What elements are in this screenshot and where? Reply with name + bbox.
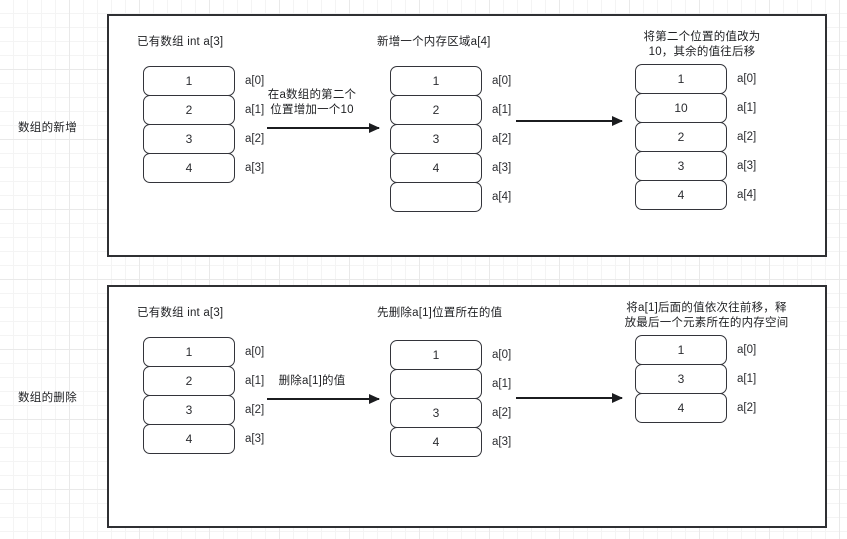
array-cell-index: a[0] [737, 344, 757, 356]
array-cell-value: 4 [677, 401, 685, 415]
array-cell: a[1] [390, 369, 511, 399]
arrow-label-insert-1: 在a数组的第二个 位置增加一个10 [267, 89, 357, 116]
array-cell: 4 a[2] [635, 393, 756, 423]
array-cell-index: a[3] [492, 162, 512, 174]
row-label-array-insert: 数组的新增 [18, 122, 77, 134]
array-cell-index: a[2] [737, 402, 757, 414]
array-stack-insert-1: 1 a[0] 2 a[1] 3 a[2] 4 a[3] [143, 66, 264, 183]
array-cell-index: a[4] [492, 191, 512, 203]
arrow-label-delete-1: 删除a[1]的值 [278, 375, 346, 387]
array-cell: 2 a[1] [143, 366, 264, 396]
array-cell: 2 a[1] [143, 95, 264, 125]
array-cell-index: a[1] [245, 375, 265, 387]
array-cell-value: 3 [432, 132, 440, 146]
array-cell-index: a[0] [492, 349, 512, 361]
array-stack-insert-3: 1 a[0] 10 a[1] 2 a[2] 3 a[3] 4 a[4] [635, 64, 756, 210]
array-stack-delete-1: 1 a[0] 2 a[1] 3 a[2] 4 a[3] [143, 337, 264, 454]
array-cell: 3 a[1] [635, 364, 756, 394]
array-cell-index: a[1] [245, 104, 265, 116]
array-cell-value: 2 [677, 130, 685, 144]
array-cell-index: a[0] [245, 346, 265, 358]
array-cell-value: 3 [677, 159, 685, 173]
array-cell-value: 4 [185, 432, 193, 446]
array-cell-value: 1 [677, 72, 685, 86]
caption-delete-stack-3: 将a[1]后面的值依次往前移，释 放最后一个元素所在的内存空间 [624, 302, 789, 329]
array-cell: 3 a[3] [635, 151, 756, 181]
array-cell: 4 a[3] [143, 153, 264, 183]
array-cell-index: a[2] [492, 407, 512, 419]
array-cell-index: a[1] [492, 104, 512, 116]
row-label-array-delete: 数组的删除 [18, 392, 77, 404]
array-cell-index: a[2] [492, 133, 512, 145]
array-cell-value: 3 [677, 372, 685, 386]
array-cell-index: a[0] [737, 73, 757, 85]
array-cell: 1 a[0] [390, 340, 511, 370]
caption-delete-stack-1: 已有数组 int a[3] [137, 307, 224, 319]
array-cell: 2 a[2] [635, 122, 756, 152]
array-cell: 10 a[1] [635, 93, 756, 123]
array-cell-index: a[3] [245, 162, 265, 174]
caption-delete-stack-2: 先删除a[1]位置所在的值 [377, 307, 503, 319]
caption-insert-stack-2: 新增一个内存区域a[4] [377, 36, 491, 48]
array-cell-index: a[4] [737, 189, 757, 201]
caption-insert-stack-1: 已有数组 int a[3] [137, 36, 224, 48]
array-cell-index: a[2] [737, 131, 757, 143]
array-cell-index: a[2] [245, 404, 265, 416]
array-cell-value: 1 [185, 345, 193, 359]
array-cell-index: a[2] [245, 133, 265, 145]
array-cell: 3 a[2] [143, 124, 264, 154]
array-cell: 1 a[0] [390, 66, 511, 96]
array-cell-index: a[0] [245, 75, 265, 87]
array-cell-value: 4 [432, 161, 440, 175]
arrow-delete-2 [516, 397, 622, 399]
array-cell-value: 2 [185, 374, 193, 388]
array-cell-index: a[0] [492, 75, 512, 87]
array-cell-index: a[3] [737, 160, 757, 172]
section-array-insert: 已有数组 int a[3] 1 a[0] 2 a[1] 3 a[2] 4 a[3… [107, 14, 827, 257]
array-cell-index: a[1] [737, 373, 757, 385]
array-cell-value: 3 [185, 403, 193, 417]
array-cell-value: 2 [185, 103, 193, 117]
array-cell-value: 4 [185, 161, 193, 175]
array-stack-delete-3: 1 a[0] 3 a[1] 4 a[2] [635, 335, 756, 423]
array-cell: 4 a[3] [390, 427, 511, 457]
array-cell-value: 1 [432, 348, 440, 362]
arrow-delete-1 [267, 398, 379, 400]
section-array-delete: 已有数组 int a[3] 1 a[0] 2 a[1] 3 a[2] 4 a[3… [107, 285, 827, 528]
array-cell-value: 3 [185, 132, 193, 146]
arrow-insert-2 [516, 120, 622, 122]
array-cell-value: 10 [674, 101, 688, 115]
array-cell-value: 1 [185, 74, 193, 88]
array-cell: 1 a[0] [635, 335, 756, 365]
array-cell: 4 a[4] [635, 180, 756, 210]
array-cell: 1 a[0] [143, 337, 264, 367]
arrow-insert-1 [267, 127, 379, 129]
array-cell-index: a[1] [492, 378, 512, 390]
array-stack-insert-2: 1 a[0] 2 a[1] 3 a[2] 4 a[3] a[4] [390, 66, 511, 212]
array-cell-value: 1 [432, 74, 440, 88]
array-cell: 4 a[3] [390, 153, 511, 183]
array-cell-value: 4 [432, 435, 440, 449]
array-cell-value: 1 [677, 343, 685, 357]
array-cell-value: 2 [432, 103, 440, 117]
array-cell-index: a[3] [245, 433, 265, 445]
array-cell-index: a[1] [737, 102, 757, 114]
array-cell: 1 a[0] [635, 64, 756, 94]
array-cell-value: 3 [432, 406, 440, 420]
array-cell: 1 a[0] [143, 66, 264, 96]
array-cell: 3 a[2] [390, 124, 511, 154]
array-cell: 3 a[2] [390, 398, 511, 428]
array-cell: 2 a[1] [390, 95, 511, 125]
array-stack-delete-2: 1 a[0] a[1] 3 a[2] 4 a[3] [390, 340, 511, 457]
array-cell-value: 4 [677, 188, 685, 202]
array-cell-index: a[3] [492, 436, 512, 448]
caption-insert-stack-3: 将第二个位置的值改为 10，其余的值往后移 [643, 31, 761, 58]
array-cell: 3 a[2] [143, 395, 264, 425]
array-cell: 4 a[3] [143, 424, 264, 454]
array-cell: a[4] [390, 182, 511, 212]
